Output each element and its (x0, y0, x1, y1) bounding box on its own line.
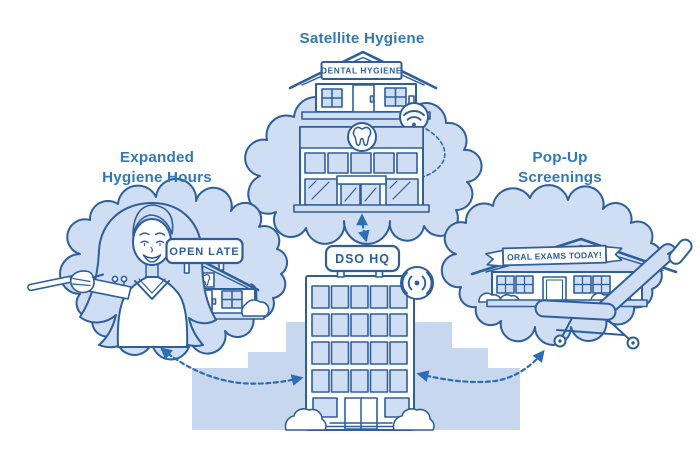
bush (392, 408, 435, 431)
connector-arrows (159, 213, 545, 386)
satellite-hygiene-cloud: DENTAL HYGIENE (244, 50, 483, 245)
satellite-title: Satellite Hygiene (300, 30, 425, 47)
open-late-sign-label: OPEN LATE (169, 246, 239, 258)
expanded-title-line2: Hygiene Hours (102, 169, 212, 186)
expanded-title-line1: Expanded (120, 149, 194, 166)
entrance-steps (326, 422, 396, 428)
nose (150, 246, 153, 253)
oral-exams-banner-label: ORAL EXAMS TODAY! (507, 250, 602, 262)
arrow-hq-to-popup (416, 349, 545, 384)
dso-hq-sign-label: DSO HQ (335, 252, 390, 266)
hygienist-figure (27, 201, 217, 349)
v-neck (134, 280, 170, 300)
smile (142, 254, 162, 263)
chair-seat (534, 299, 617, 321)
gutter-pipe (250, 283, 258, 306)
arrow-hq-to-expanded (159, 347, 304, 386)
storefront-glass (385, 178, 419, 206)
broadcast-icon (400, 266, 434, 300)
popup-title-line1: Pop-Up (532, 149, 587, 166)
eyes (140, 240, 165, 244)
titles: Satellite Hygiene Expanded Hygiene Hours… (102, 30, 602, 186)
popup-screenings-cloud: ORAL EXAMS TODAY! (440, 184, 693, 350)
open-late-sign: OPEN LATE (165, 237, 244, 274)
hq-window-grid (311, 285, 408, 393)
dental-hygiene-house: DENTAL HYGIENE (288, 50, 438, 132)
dental-hygiene-sign-label: DENTAL HYGIENE (321, 66, 402, 76)
bush (284, 408, 327, 431)
arrow-hq-to-satellite (356, 213, 370, 243)
tooth-icon (347, 122, 377, 152)
popup-title-line2: Screenings (518, 169, 602, 186)
chair-headrest (668, 238, 693, 265)
wifi-icon (399, 102, 429, 132)
expanded-hours-cloud: OPEN LATE (27, 177, 289, 361)
storefront-glass (304, 178, 338, 206)
hair-bangs (132, 204, 174, 237)
dso-hq-building: DSO HQ (284, 244, 435, 431)
eyebrows (139, 232, 166, 236)
bush (241, 299, 270, 317)
dso-hq-sign: DSO HQ (324, 244, 401, 278)
clinic-building (293, 122, 430, 213)
dental-hygiene-sign: DENTAL HYGIENE (320, 61, 403, 80)
oral-exams-banner: ORAL EXAMS TODAY! (485, 244, 623, 268)
dental-chair (534, 238, 693, 350)
